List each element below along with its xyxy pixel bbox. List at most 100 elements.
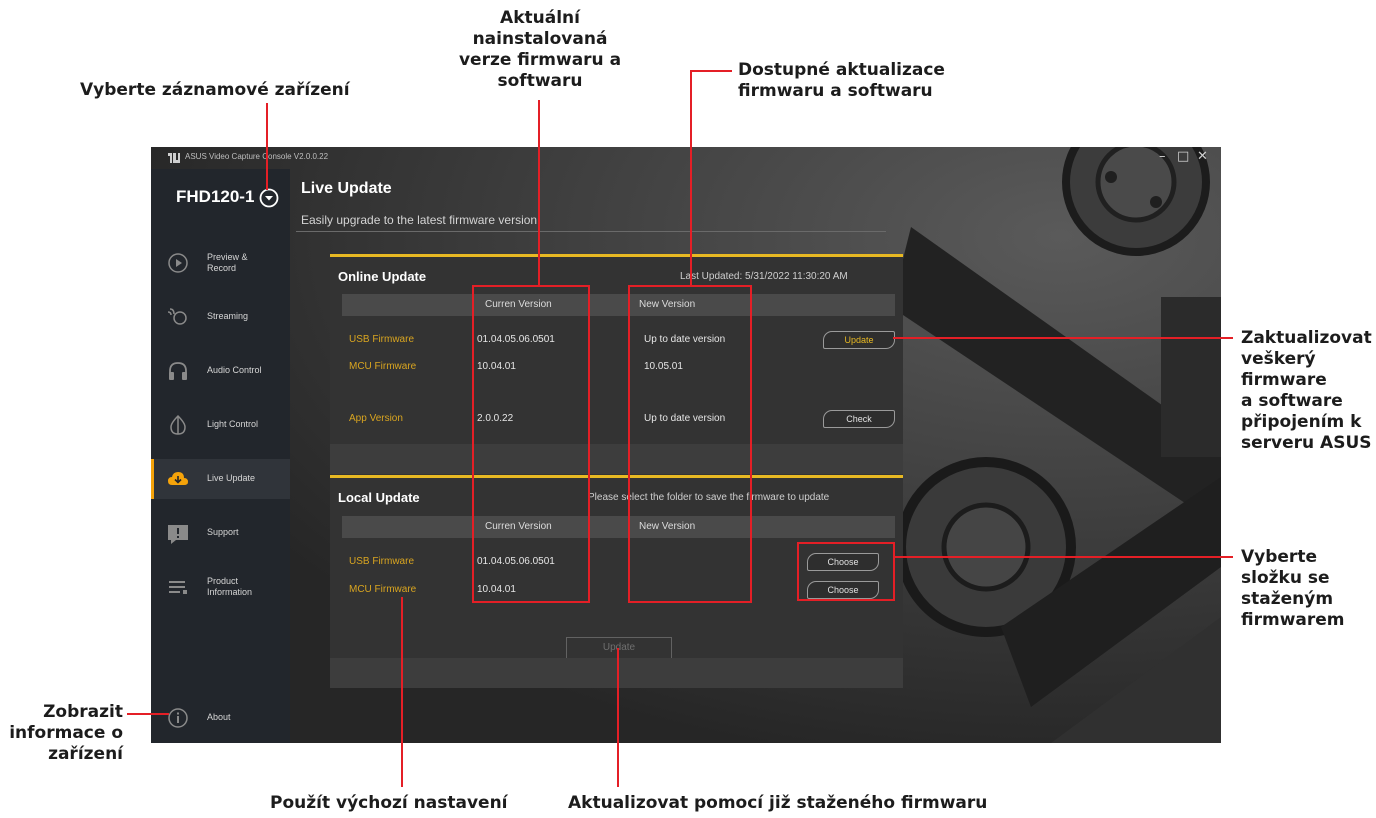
window-title: ASUS Video Capture Console V2.0.0.22: [185, 152, 329, 161]
leader-line: [895, 556, 1233, 558]
leader-line: [893, 337, 1233, 339]
app-version-label: App Version: [349, 413, 403, 424]
local-update-title: Local Update: [338, 490, 420, 505]
sidebar-item-label: Preview &Record: [207, 252, 248, 273]
local-update-note: Please select the folder to save the fir…: [588, 492, 830, 503]
leader-line: [690, 70, 692, 286]
callout-update-downloaded: Aktualizovat pomocí již staženého firmwa…: [568, 793, 988, 813]
page-subtitle: Easily upgrade to the latest firmware ve…: [301, 213, 538, 227]
choose-mcu-button[interactable]: Choose: [807, 581, 879, 599]
list-icon: [169, 581, 187, 594]
col-current-version: Curren Version: [485, 521, 552, 532]
callout-line: připojením k: [1241, 412, 1362, 432]
highlight-new-versions: [628, 285, 752, 603]
sidebar-item-streaming[interactable]: Streaming: [151, 297, 290, 337]
update-panel: Online Update Last Updated: 5/31/2022 11…: [330, 254, 903, 688]
callout-line: složku se: [1241, 568, 1330, 588]
sidebar-item-support[interactable]: Support: [151, 513, 290, 553]
callout-line: a software: [1241, 391, 1343, 411]
callout-line: staženým: [1241, 589, 1334, 609]
leader-line: [690, 70, 732, 72]
usb-firmware-current: 01.04.05.06.0501: [477, 334, 555, 345]
callout-line: Vyberte: [1241, 547, 1317, 567]
local-usb-firmware-label: USB Firmware: [349, 556, 415, 567]
highlight-choose-buttons: [797, 542, 895, 601]
tuf-logo-icon: [168, 153, 180, 163]
last-updated: Last Updated: 5/31/2022 11:30:20 AM: [680, 271, 848, 282]
leader-line: [538, 100, 540, 286]
sidebar-item-audio-control[interactable]: Audio Control: [151, 351, 290, 391]
callout-defaults: Použít výchozí nastavení: [270, 793, 508, 813]
local-mcu-firmware-label: MCU Firmware: [349, 584, 417, 595]
callout-line: serveru ASUS: [1241, 433, 1372, 453]
sidebar-item-label: Streaming: [207, 311, 249, 321]
sidebar-item-about[interactable]: About: [151, 698, 290, 738]
sidebar-item-label: Audio Control: [207, 365, 262, 375]
section-accent-bar: [330, 254, 903, 257]
online-table-header: Curren Version New Version: [342, 294, 895, 316]
mcu-firmware-label: MCU Firmware: [349, 361, 417, 372]
callout-recording-device: Vyberte záznamové zařízení: [80, 80, 350, 100]
callout-line: informace o: [9, 723, 123, 743]
info-icon: [168, 708, 188, 728]
callout-line: Zaktualizovat: [1241, 328, 1372, 348]
col-new-version: New Version: [639, 521, 696, 532]
leader-line: [127, 713, 169, 715]
section-accent-bar: [330, 475, 903, 478]
callout-line: Dostupné aktualizace: [738, 60, 945, 80]
maximize-button[interactable]: □: [1177, 149, 1190, 164]
headphones-icon: [169, 362, 187, 380]
device-name: FHD120-1: [176, 187, 255, 206]
usb-firmware-label: USB Firmware: [349, 334, 415, 345]
callout-line: veškerý: [1241, 349, 1316, 369]
callout-line: softwaru: [497, 71, 583, 91]
sidebar-item-label: About: [207, 712, 231, 722]
app-version-new: Up to date version: [644, 413, 726, 424]
mcu-firmware-current: 10.04.01: [477, 361, 516, 372]
sidebar-item-label: Live Update: [207, 473, 256, 483]
callout-line: firmwaru a softwaru: [738, 81, 933, 101]
cloud-download-icon: [168, 472, 188, 485]
device-dropdown-icon[interactable]: [259, 188, 279, 208]
close-button[interactable]: ✕: [1197, 149, 1208, 164]
divider: [296, 231, 886, 232]
section-footer: [330, 444, 903, 474]
page-title: Live Update: [301, 180, 392, 197]
callout-line: Zobrazit: [43, 702, 123, 722]
sidebar-item-label: Light Control: [207, 419, 259, 429]
sidebar-item-preview-record[interactable]: Preview &Record: [151, 243, 290, 283]
streaming-icon: [167, 308, 187, 325]
section-footer: [330, 658, 903, 688]
sidebar: FHD120-1 Preview &Record Streaming: [151, 169, 290, 743]
support-icon: [168, 525, 188, 544]
callout-line: nainstalovaná: [472, 29, 608, 49]
leader-line: [266, 103, 268, 190]
callout-line: firmware: [1241, 370, 1327, 390]
local-mcu-firmware-current: 10.04.01: [477, 584, 516, 595]
leader-line: [401, 597, 403, 787]
online-update-title: Online Update: [338, 269, 427, 284]
local-update-button[interactable]: Update: [566, 637, 672, 659]
app-window: ASUS Video Capture Console V2.0.0.22 – □…: [151, 147, 1221, 743]
play-icon: [168, 253, 188, 273]
update-button[interactable]: Update: [823, 331, 895, 349]
light-icon: [170, 414, 186, 435]
callout-line: zařízení: [48, 744, 123, 764]
choose-usb-button[interactable]: Choose: [807, 553, 879, 571]
highlight-current-versions: [472, 285, 590, 603]
minimize-button[interactable]: –: [1159, 149, 1166, 164]
usb-firmware-new: Up to date version: [644, 334, 726, 345]
check-button[interactable]: Check: [823, 410, 895, 428]
callout-choose-folder: Vyberte složku se staženým firmwarem: [1241, 547, 1345, 631]
callout-available-updates: Dostupné aktualizace firmwaru a softwaru: [738, 60, 945, 102]
app-version-current: 2.0.0.22: [477, 413, 514, 424]
col-new-version: New Version: [639, 299, 696, 310]
callout-line: Aktuální: [500, 8, 580, 28]
callout-line: verze firmwaru a: [458, 50, 622, 70]
sidebar-item-light-control[interactable]: Light Control: [151, 405, 290, 445]
sidebar-item-live-update[interactable]: Live Update: [151, 459, 290, 499]
callout-device-info: Zobrazit informace o zařízení: [0, 702, 123, 765]
title-bar: ASUS Video Capture Console V2.0.0.22 – □…: [151, 147, 1221, 169]
